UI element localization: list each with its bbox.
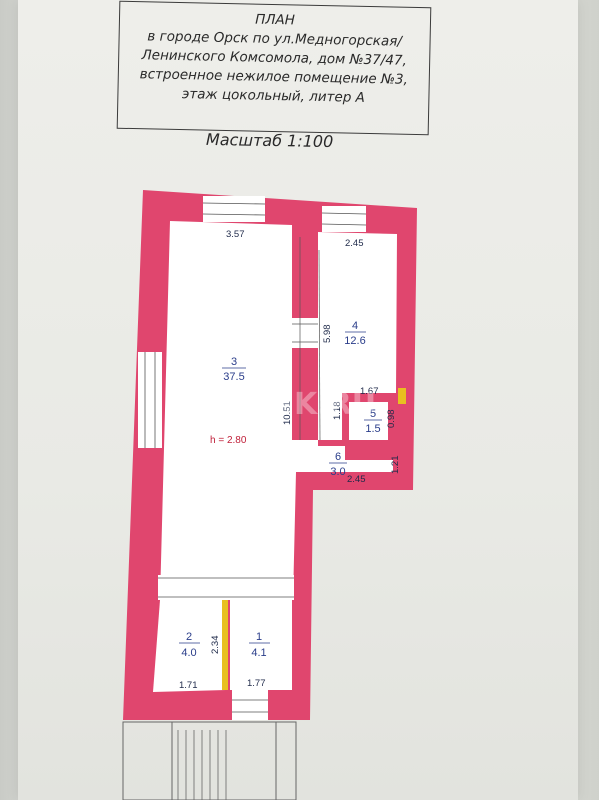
- ceiling-height-label: h = 2.80: [210, 435, 247, 446]
- dim-5-98: 5.98: [322, 325, 333, 344]
- room-6-floor: [318, 446, 393, 472]
- room-5-wall: [342, 393, 396, 402]
- dim-2-45-top: 2.45: [345, 238, 364, 249]
- entrance-steps: [122, 690, 297, 800]
- dim-0-98: 0.98: [386, 410, 397, 429]
- window-right: [398, 388, 406, 404]
- room-1-label: 1 4.1: [249, 631, 270, 659]
- dim-1-77: 1.77: [247, 678, 266, 689]
- hall-wall: [158, 575, 294, 600]
- room-4-number: 4: [352, 320, 358, 332]
- room-5-wall-left: [342, 393, 349, 440]
- room-6-number: 6: [335, 451, 341, 463]
- dim-1-21: 1.21: [390, 456, 401, 475]
- room-5-floor: [349, 402, 388, 440]
- room-3-label: 3 37.5: [222, 356, 246, 383]
- room-2-floor: [153, 600, 226, 692]
- room-3-floor: [160, 221, 393, 600]
- room-4-floor: [318, 232, 397, 440]
- window-left: [138, 352, 162, 448]
- dim-10-51: 10.51: [282, 401, 293, 425]
- window-top-left: [202, 196, 266, 222]
- room-4-area: 12.6: [344, 335, 365, 347]
- dim-1-67: 1.67: [360, 386, 379, 397]
- room-6-label: 6 3.0: [329, 451, 347, 478]
- room-5-label: 5 1.5: [364, 408, 382, 435]
- dim-2-45-bottom: 2.45: [347, 474, 366, 485]
- room-2-area: 4.0: [181, 647, 196, 659]
- room-2-number: 2: [186, 631, 192, 643]
- dim-2-34: 2.34: [210, 636, 221, 655]
- room-3-number: 3: [231, 356, 237, 368]
- corridor-wall: [318, 440, 345, 446]
- watermark: ORSK.RU: [224, 387, 376, 422]
- room-6-area: 3.0: [330, 466, 345, 478]
- room-1-number: 1: [256, 631, 262, 643]
- room-1-floor: [230, 600, 292, 690]
- window-top-right: [321, 206, 367, 232]
- room-2-label: 2 4.0: [179, 631, 200, 659]
- room-5-number: 5: [370, 408, 376, 420]
- room-5-area: 1.5: [365, 423, 380, 435]
- dim-1-71: 1.71: [179, 680, 198, 691]
- partition-1-2: [222, 600, 228, 690]
- dim-1-18: 1.18: [332, 402, 343, 421]
- room-1-area: 4.1: [251, 647, 266, 659]
- room-3-area: 37.5: [223, 371, 244, 383]
- dim-3-57: 3.57: [226, 229, 245, 240]
- doorway-3-4: [292, 318, 318, 348]
- room-4-label: 4 12.6: [344, 320, 366, 347]
